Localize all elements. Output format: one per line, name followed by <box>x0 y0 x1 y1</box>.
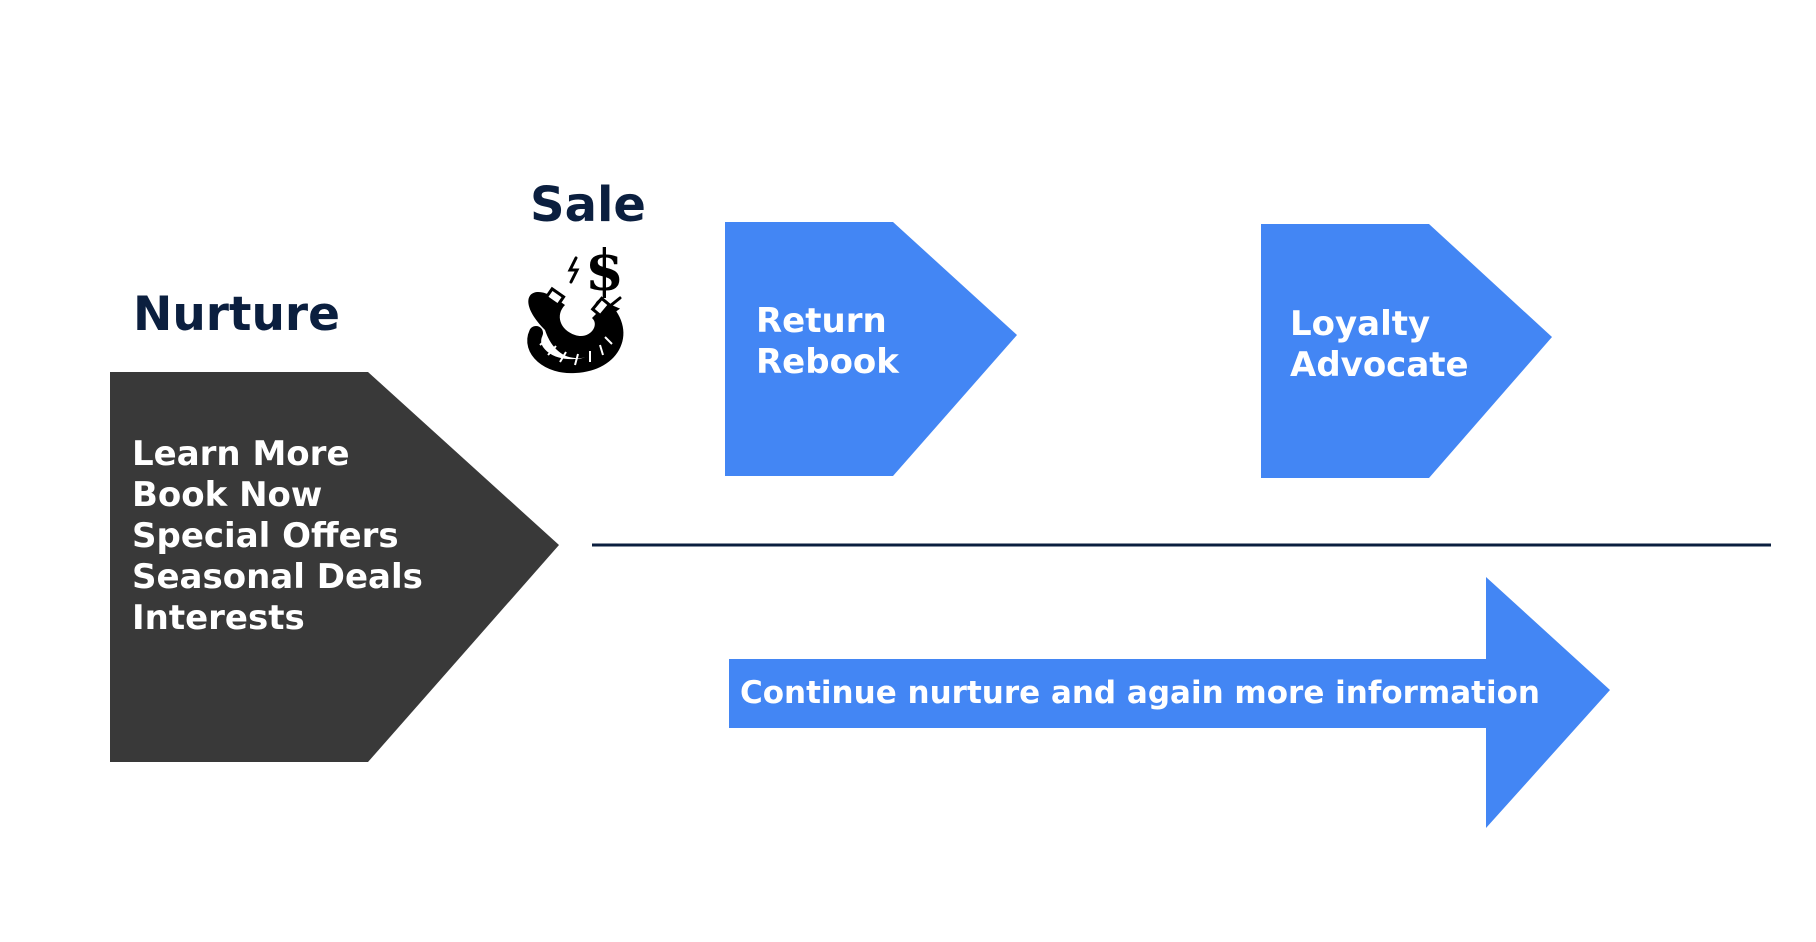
svg-text:$: $ <box>585 238 624 304</box>
continue-nurture-label: Continue nurture and again more informat… <box>740 675 1540 711</box>
return-rebook-text: Return Rebook <box>756 301 899 383</box>
loyalty-advocate-line: Advocate <box>1290 345 1469 385</box>
nurture-item: Special Offers <box>132 516 399 556</box>
nurture-items-list: Learn More Book Now Special Offers Seaso… <box>132 434 423 639</box>
loyalty-advocate-line: Loyalty <box>1290 304 1431 344</box>
continue-nurture-arrow <box>729 577 1610 828</box>
return-rebook-line: Rebook <box>756 342 899 382</box>
nurture-shape <box>110 372 559 762</box>
nurture-item: Learn More <box>132 434 350 474</box>
nurture-item: Interests <box>132 598 305 638</box>
nurture-item: Book Now <box>132 475 323 515</box>
loyalty-advocate-shape <box>1261 224 1552 478</box>
nurture-item: Seasonal Deals <box>132 557 423 597</box>
loyalty-advocate-text: Loyalty Advocate <box>1290 304 1469 386</box>
nurture-heading: Nurture <box>133 287 340 342</box>
sale-heading: Sale <box>530 177 646 233</box>
return-rebook-line: Return <box>756 301 887 341</box>
magnet-dollar-icon: $ <box>527 238 624 374</box>
return-rebook-shape <box>725 222 1017 476</box>
